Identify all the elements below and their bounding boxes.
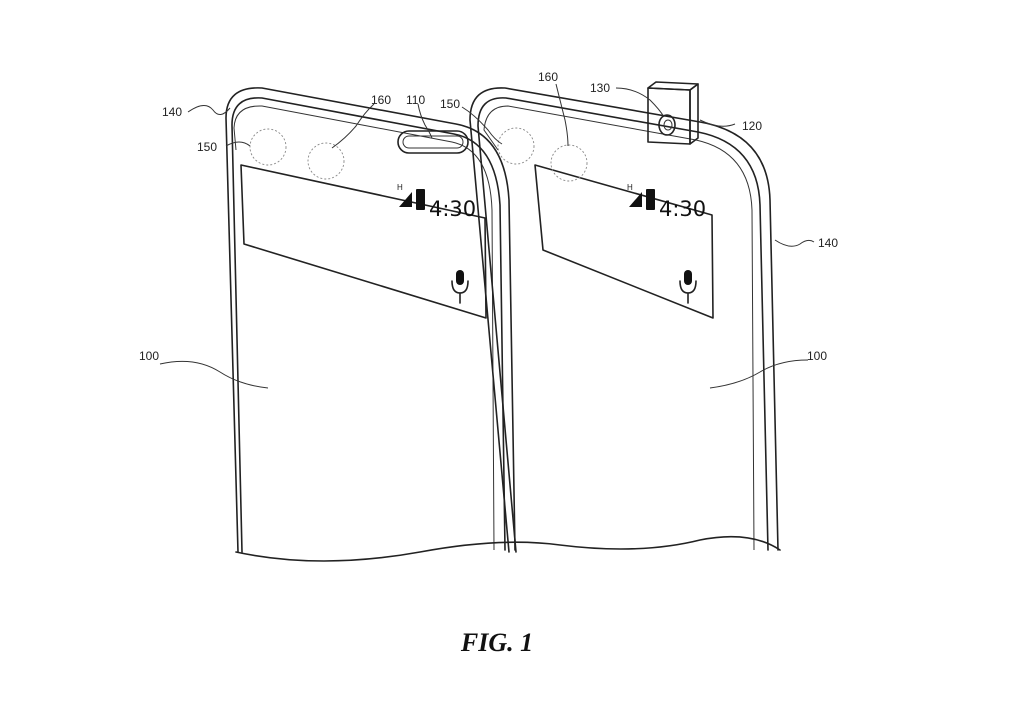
label-150-left: 150 [197,140,217,154]
left-device: H 4:30 [225,87,516,553]
label-120: 120 [742,119,762,133]
label-140-right: 140 [818,236,838,250]
microphone-icon [679,270,697,304]
left-device-bezel-edge [233,105,495,551]
left-sensor-150 [249,128,287,166]
right-device-outer-edge [469,87,779,553]
left-device-outer-edge [225,87,516,553]
popup-camera-module-120 [647,81,699,145]
right-device: H 4:30 [469,87,779,553]
right-network-indicator: H [627,183,633,192]
battery-icon [646,189,655,210]
right-device-inner-edge [477,97,769,553]
right-clock: 4:30 [659,197,706,221]
left-network-indicator: H [397,183,403,192]
right-search-bar-box [534,164,714,319]
break-line [235,535,781,562]
left-search-bar-box [240,164,487,319]
right-device-bezel-edge [483,105,755,551]
label-150-right: 150 [440,97,460,111]
earpiece-slot-inner [402,135,464,149]
signal-icon [629,192,642,207]
left-device-inner-edge [231,97,506,553]
left-sensor-160 [307,142,345,180]
label-100-right: 100 [807,349,827,363]
signal-icon [399,192,412,207]
label-110: 110 [406,93,425,107]
figure-caption: FIG. 1 [460,628,533,657]
right-sensor-160 [550,144,588,182]
leader-lines [159,83,815,389]
camera-lens-icon [658,114,676,136]
battery-icon [416,189,425,210]
label-100-left: 100 [139,349,159,363]
label-140-left: 140 [162,105,182,119]
right-sensor-150 [497,127,535,165]
earpiece-slot-110 [397,130,469,154]
label-130: 130 [590,81,610,95]
left-clock: 4:30 [429,197,476,221]
label-160-right: 160 [538,70,558,84]
label-160-left: 160 [371,93,391,107]
microphone-icon [451,270,469,304]
